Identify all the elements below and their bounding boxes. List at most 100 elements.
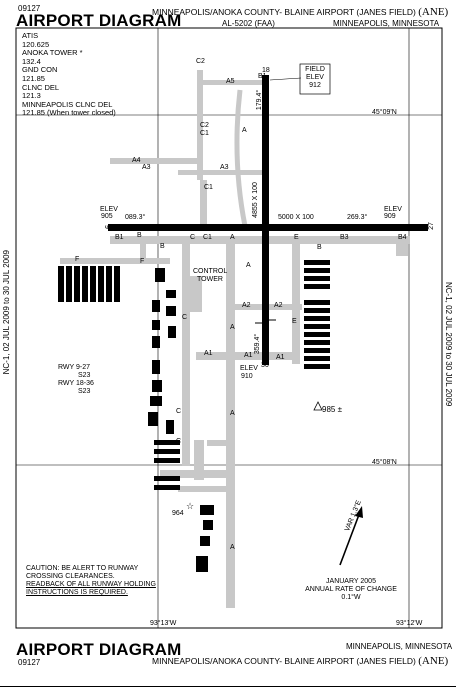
footer-airport-name-text: MINNEAPOLIS/ANOKA COUNTY- BLAINE AIRPORT… <box>152 656 416 666</box>
taxiway-label-a-5: A <box>230 410 235 417</box>
spot-elevation-985: 985 ± <box>322 405 342 414</box>
taxiway-label-c1b: C1 <box>204 184 213 191</box>
taxiway-label-a5: A5 <box>226 78 235 85</box>
frequency-line: 132.4 <box>22 56 41 66</box>
frequency-line: 121.85 <box>22 73 45 83</box>
frequency-line: 120.625 <box>22 39 50 49</box>
caution-line1: CAUTION: BE ALERT TO RUNWAY <box>26 565 139 572</box>
footer-title: AIRPORT DIAGRAM <box>16 640 182 659</box>
field-elev-line2: ELEV <box>306 74 324 81</box>
taxiway-label-a-1: A <box>242 127 247 134</box>
frequency-line: 121.3 <box>22 91 41 101</box>
lon-label-right: 93°12'W <box>396 620 423 627</box>
taxiway-label-a-3: A <box>246 262 251 269</box>
rwy18-36-dims: 4855 X 100 <box>251 182 259 218</box>
airport-name-text: MINNEAPOLIS/ANOKA COUNTY- BLAINE AIRPORT… <box>152 7 416 17</box>
taxiway-label-a4: A4 <box>132 157 141 164</box>
taxiway-label-f-2: F <box>140 258 145 265</box>
frequency-line: GND CON <box>22 65 58 75</box>
frequency-line: 121.85 (When tower closed) <box>22 108 116 118</box>
taxiway-label-c2b: C2 <box>200 122 209 129</box>
variation-note: JANUARY 2005 ANNUAL RATE OF CHANGE 0.1°W <box>292 578 410 602</box>
field-elev-line1: FIELD <box>305 66 325 73</box>
rwy27-elev-label: ELEV <box>384 206 402 213</box>
city-state: MINNEAPOLIS, MINNESOTA <box>333 19 440 28</box>
control-tower-line2: TOWER <box>197 276 223 283</box>
control-tower-label: CONTROL TOWER <box>193 268 227 284</box>
rwy9-end: 9 <box>102 225 110 229</box>
taxiway-label-a1b: A1 <box>244 352 253 359</box>
taxiway-label-b-2: B <box>160 243 165 250</box>
side-label-left: NC-1, 02 JUL 2009 to 30 JUL 2009 <box>2 250 11 375</box>
taxiway-label-a2b: A2 <box>274 302 283 309</box>
variation-line2: ANNUAL RATE OF CHANGE <box>305 586 397 593</box>
hold-markings <box>255 319 276 324</box>
frequency-line: CLNC DEL <box>22 82 60 92</box>
taxiway-label-a1: A1 <box>204 350 213 357</box>
side-label-right: NC-1, 02 JUL 2009 to 30 JUL 2009 <box>444 282 453 407</box>
taxiway-label-a2: A2 <box>242 302 251 309</box>
frequency-list: ATIS 120.625 ANOKA TOWER * 132.4 GND CON… <box>22 31 116 118</box>
caution-line3: READBACK OF ALL RUNWAY HOLDING <box>26 581 156 588</box>
variation-line1: JANUARY 2005 <box>326 578 376 585</box>
taxiway-label-a-4: A <box>230 324 235 331</box>
lat-label-top: 45°09'N <box>372 109 397 116</box>
spot-elevation-964: 964 <box>172 510 184 517</box>
lon-label-left: 93°13'W <box>150 620 177 627</box>
doc-number: 09127 <box>18 4 41 13</box>
footer-airport-id: (ANE) <box>418 655 449 667</box>
page-title: AIRPORT DIAGRAM <box>16 11 182 30</box>
rwy-note-line3: RWY 18-36 <box>58 380 94 387</box>
frequency-line: ANOKA TOWER * <box>22 48 83 58</box>
buildings <box>58 260 330 572</box>
taxiway-label-c-3: C <box>176 408 182 415</box>
taxiway-label-b4: B4 <box>398 234 407 241</box>
taxiway-label-c-4: C <box>176 438 182 445</box>
footer-city-state: MINNEAPOLIS, MINNESOTA <box>346 642 453 651</box>
rwy9-elev-value: 905 <box>101 213 113 220</box>
runway-surface-notes: RWY 9-27 S23 RWY 18-36 S23 <box>58 364 94 396</box>
rwy36-bearing: 359.4° <box>254 333 262 355</box>
rwy36-elev-label: ELEV <box>240 365 258 372</box>
taxiway-label-c-2: C <box>182 314 188 321</box>
taxiway-label-a3: A3 <box>220 164 229 171</box>
rwy36-end: 36 <box>261 362 269 369</box>
spot-elevation-985-value: 985 <box>322 405 336 414</box>
frequency-line: MINNEAPOLIS CLNC DEL <box>22 99 113 109</box>
taxiway-label-a-2: A <box>230 234 235 241</box>
taxiway-label-c2: C2 <box>196 58 205 65</box>
airport-id: (ANE) <box>418 6 449 18</box>
footer-airport-name: MINNEAPOLIS/ANOKA COUNTY- BLAINE AIRPORT… <box>152 655 448 667</box>
taxiway-label-e-2: E <box>292 318 297 325</box>
field-elev-box <box>299 63 331 95</box>
beacon-star: ☆ <box>186 502 194 512</box>
runway-18-36 <box>262 75 269 365</box>
rwy9-bearing: 089.3° <box>125 214 146 221</box>
rwy9-elev-label: ELEV <box>100 206 118 213</box>
rwy27-bearing: 269.3° <box>347 214 368 221</box>
variation-arrow <box>339 506 363 566</box>
frequency-line: ATIS <box>22 31 39 40</box>
rwy18-end: 18 <box>262 67 270 74</box>
caution-line2: CROSSING CLEARANCES. <box>26 573 115 580</box>
rwy-note-line1: RWY 9-27 <box>58 364 91 371</box>
taxiway-label-b3: B3 <box>340 234 349 241</box>
taxiway-label-e-1: E <box>294 234 299 241</box>
rwy18-bearing: 179.4° <box>256 89 264 111</box>
rwy36-elev-value: 910 <box>241 373 253 380</box>
rwy-note-line4: S23 <box>78 388 91 395</box>
taxiway-label-a3-left: A3 <box>142 164 151 171</box>
taxiway-label-c: C <box>190 234 196 241</box>
map-frame <box>15 27 443 629</box>
taxiway-label-b1: B1 <box>115 234 124 241</box>
bottom-rule <box>0 686 456 687</box>
footer-doc-number: 09127 <box>18 658 41 667</box>
rwy9-27-dims: 5000 X 100 <box>278 214 314 221</box>
field-elev-label: FIELD ELEV 912 <box>303 66 327 90</box>
rwy-note-line2: S23 <box>78 372 91 379</box>
rwy27-end: 27 <box>427 222 435 230</box>
field-elev-value: 912 <box>309 82 321 89</box>
taxiways <box>60 70 410 608</box>
chart-id: AL-5202 (FAA) <box>222 19 275 28</box>
caution-line4: INSTRUCTIONS IS REQUIRED. <box>26 589 128 596</box>
